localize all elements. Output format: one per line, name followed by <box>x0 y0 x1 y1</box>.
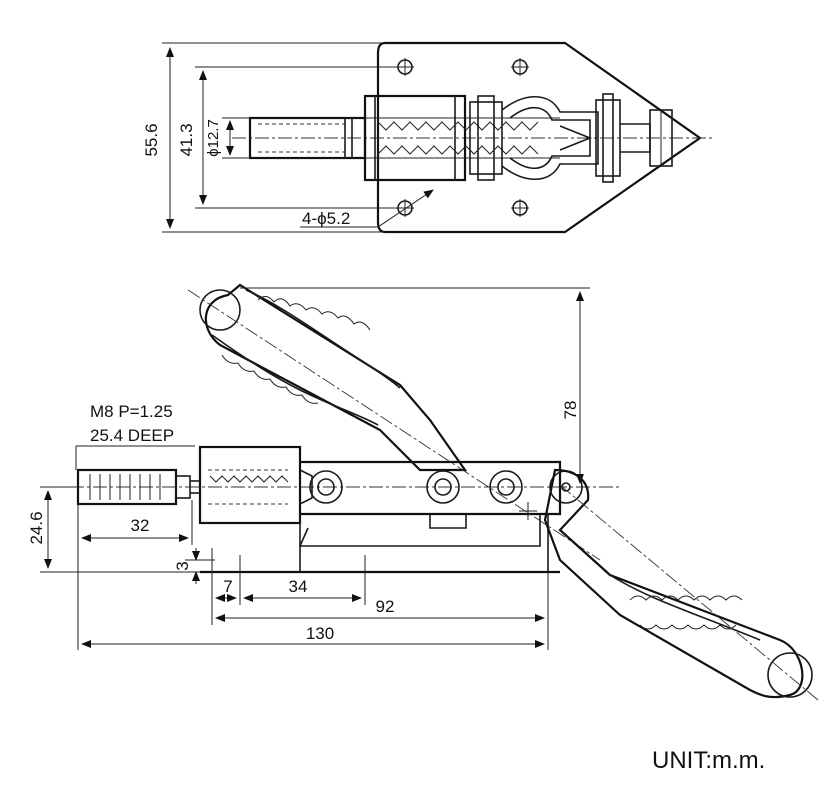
clamp-body <box>200 460 562 574</box>
thread-label-line1: M8 P=1.25 <box>90 402 173 421</box>
guide-housing <box>198 445 313 525</box>
dim-34: 34 <box>289 577 308 596</box>
dim-130: 130 <box>306 624 334 643</box>
base-plate-outline <box>376 41 702 234</box>
dim-78: 78 <box>561 401 580 420</box>
dim-92: 92 <box>376 597 395 616</box>
dim-7: 7 <box>223 577 232 596</box>
guide-block-top <box>363 94 560 182</box>
unit-label: UNIT:m.m. <box>652 747 765 774</box>
dim-24-6: 24.6 <box>27 511 46 544</box>
side-view: M8 P=1.25 25.4 DEEP 78 24.6 32 3 7 34 92… <box>27 283 819 701</box>
dim-dia-12-7: ϕ12.7 <box>205 119 222 157</box>
dim-32: 32 <box>131 516 150 535</box>
dim-holes: 4-ϕ5.2 <box>302 209 350 228</box>
handle-lowered <box>543 468 819 701</box>
mounting-holes <box>396 58 529 217</box>
side-dimensions <box>40 287 590 650</box>
dim-55-6: 55.6 <box>142 123 161 156</box>
handle-raised <box>187 283 601 561</box>
top-view: 55.6 41.3 ϕ12.7 4-ϕ5.2 <box>142 41 712 234</box>
dim-41-3: 41.3 <box>177 123 196 156</box>
dim-3: 3 <box>173 561 192 570</box>
thread-label-line2: 25.4 DEEP <box>90 426 174 445</box>
top-dimensions <box>162 42 434 233</box>
pivot-points <box>309 470 583 520</box>
linkage-top <box>469 93 673 183</box>
